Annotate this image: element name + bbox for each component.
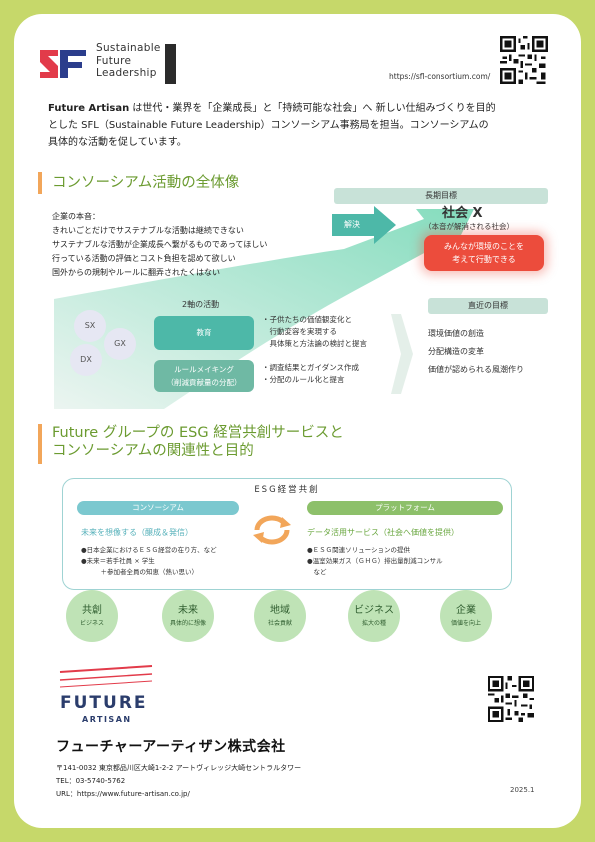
list-item: 行っている活動の評価とコスト負担を認めて欲しい	[52, 254, 236, 263]
logo-line-2: Future	[96, 54, 132, 67]
value-circle-future: 未来 具体的に想像	[162, 590, 214, 642]
value-main: 共創	[82, 605, 102, 616]
list-item: サステナブルな活動が企業成長へ繋がるものであってほしい	[52, 240, 268, 249]
company-contact: 〒141-0032 東京都品川区大崎1-2-2 アートヴィレッジ大崎セントラルタ…	[56, 762, 301, 801]
list-item: など	[307, 568, 327, 576]
circle-dx: DX	[70, 344, 102, 376]
value-main: ビジネス	[354, 605, 394, 616]
sfl-logo-text: Sustainable Future Leadership	[96, 42, 161, 80]
value-circle-business: ビジネス 拡大の種	[348, 590, 400, 642]
value-circle-company: 企業 価値を向上	[440, 590, 492, 642]
sfl-logo	[40, 50, 86, 78]
flyer-sheet: Sustainable Future Leadership https://sf…	[14, 14, 581, 828]
list-item: 具体策と方法論の検討と提言	[262, 339, 367, 348]
rulemaking-line-1: ルールメイキング	[174, 365, 234, 374]
section-title-overview: コンソーシアム活動の全体像	[38, 172, 239, 194]
near-term-goal-list: 環境価値の創造 分配構造の変革 価値が認められる風潮作り	[428, 325, 524, 379]
value-sub: ビジネス	[79, 620, 104, 627]
activity-rulemaking-box: ルールメイキング （削減貢献量の分配）	[154, 360, 254, 392]
list-item: ●日本企業におけるＥＳＧ経営の在り方、など	[81, 546, 217, 554]
esg-title: ESG経営共創	[254, 485, 320, 495]
list-item: ●温室効果ガス（ＧＨＧ）排出量削減コンサル	[307, 557, 443, 565]
rulemaking-line-2: （削減貢献量の分配）	[166, 378, 242, 387]
circle-sx: SX	[74, 310, 106, 342]
honne-title: 企業の本音：	[52, 212, 100, 221]
list-item: ●ＥＳＧ関連ソリューションの提供	[307, 546, 411, 554]
intro-line-2: とした SFL（Sustainable Future Leadership）コン…	[48, 120, 489, 131]
goal-box: みんなが環境のことを 考えて行動できる	[424, 235, 544, 271]
list-item: 分配構造の変革	[428, 347, 484, 356]
list-item: ●未来＝若手社員 × 学生	[81, 557, 155, 565]
platform-subtitle: データ活用サービス（社会へ価値を提供）	[307, 528, 459, 537]
list-item: ・調査結果とガイダンス作成	[262, 363, 360, 372]
logo-divider	[165, 44, 176, 84]
qr-code-icon	[500, 36, 548, 84]
goal-line-2: 考えて行動できる	[452, 255, 516, 264]
intro-paragraph: Future Artisan は世代・業界を「企業成長」と「持続可能な社会」へ …	[48, 100, 553, 151]
list-item: 価値が認められる風潮作り	[428, 365, 524, 374]
section-title-esg: Future グループの ESG 経営共創サービスと コンソーシアムの関連性と目…	[38, 424, 344, 464]
rulemaking-description: ・調査結果とガイダンス作成 ・分配のルール化と提言	[262, 362, 359, 386]
company-tel: TEL：03-5740-5762	[56, 777, 126, 785]
intro-line-3: 具体的な活動を促しています。	[48, 137, 187, 148]
logo-line-3: Leadership	[96, 67, 157, 79]
circle-gx: GX	[104, 328, 136, 360]
list-item: ・子供たちの価値観変化と	[262, 315, 352, 324]
future-artisan-logo: FUTURE ARTISAN	[59, 665, 153, 724]
society-x-subtitle: （本音が解消される社会）	[424, 222, 514, 231]
value-sub: 拡大の種	[361, 620, 386, 627]
value-main: 地域	[270, 605, 290, 616]
intro-bold: Future Artisan	[48, 103, 130, 114]
esg-cocreation-box: ESG経営共創 コンソーシアム プラットフォーム 未来を想像する（醸成＆発信） …	[62, 478, 512, 590]
consortium-items: ●日本企業におけるＥＳＧ経営の在り方、など ●未来＝若手社員 × 学生 ＋参加者…	[81, 545, 217, 578]
company-url[interactable]: URL：https://www.future-artisan.co.jp/	[56, 790, 190, 798]
issue-date: 2025.1	[510, 786, 535, 794]
intro-line-1: は世代・業界を「企業成長」と「持続可能な社会」へ 新しい仕組みづくりを目的	[129, 103, 496, 114]
society-x-title: 社会 X	[442, 206, 483, 221]
list-item: ＋参加者全員の知恵（熱い思い）	[81, 568, 199, 576]
near-term-goal-label: 直近の目標	[428, 298, 548, 314]
company-name: フューチャーアーティザン株式会社	[56, 739, 286, 755]
list-item: 環境価値の創造	[428, 329, 484, 338]
list-item: ・分配のルール化と提言	[262, 375, 345, 384]
honne-list: きれいごとだけでサステナブルな活動は継続できない サステナブルな活動が企業成長へ…	[52, 224, 267, 280]
tab-platform: プラットフォーム	[307, 501, 503, 515]
platform-items: ●ＥＳＧ関連ソリューションの提供 ●温室効果ガス（ＧＨＧ）排出量削減コンサル な…	[307, 545, 443, 578]
value-sub: 具体的に想像	[169, 620, 206, 627]
long-term-goal-label: 長期目標	[334, 188, 548, 204]
growth-arrow-graphic	[54, 209, 474, 409]
list-item: きれいごとだけでサステナブルな活動は継続できない	[52, 226, 244, 235]
value-main: 企業	[456, 605, 476, 616]
activity-education-box: 教育	[154, 316, 254, 350]
section2-title-line-1: Future グループの ESG 経営共創サービスと	[52, 425, 344, 441]
company-address: 〒141-0032 東京都品川区大崎1-2-2 アートヴィレッジ大崎セントラルタ…	[56, 764, 302, 772]
education-description: ・子供たちの価値観変化と 行動変容を実現する 具体策と方法論の検討と提言	[262, 314, 367, 350]
consortium-subtitle: 未来を想像する（醸成＆発信）	[81, 528, 193, 537]
solve-arrow-icon	[332, 206, 396, 244]
value-sub: 社会貢献	[267, 620, 292, 627]
list-item: 国外からの規制やルールに翻弄されたくはない	[52, 268, 220, 277]
section2-title-line-2: コンソーシアムの関連性と目的	[52, 443, 254, 459]
value-main: 未来	[178, 605, 198, 616]
value-circle-region: 地域 社会貢献	[254, 590, 306, 642]
two-activities-label: 2軸の活動	[182, 300, 220, 309]
logo-line-1: Sustainable	[96, 42, 161, 54]
value-circle-cocreation: 共創 ビジネス	[66, 590, 118, 642]
cycle-arrows-icon	[253, 515, 291, 545]
logo-word-artisan: ARTISAN	[82, 715, 132, 724]
list-item: 行動変容を実現する	[262, 327, 337, 336]
goal-line-1: みんなが環境のことを	[444, 242, 524, 251]
sfl-url[interactable]: https://sfl-consortium.com/	[389, 72, 491, 81]
solve-label: 解決	[344, 220, 360, 229]
logo-word-future: FUTURE	[60, 693, 148, 713]
qr-code-icon	[488, 676, 534, 722]
value-sub: 価値を向上	[450, 620, 481, 627]
tab-consortium: コンソーシアム	[77, 501, 239, 515]
bracket-arrow-icon	[391, 314, 413, 394]
